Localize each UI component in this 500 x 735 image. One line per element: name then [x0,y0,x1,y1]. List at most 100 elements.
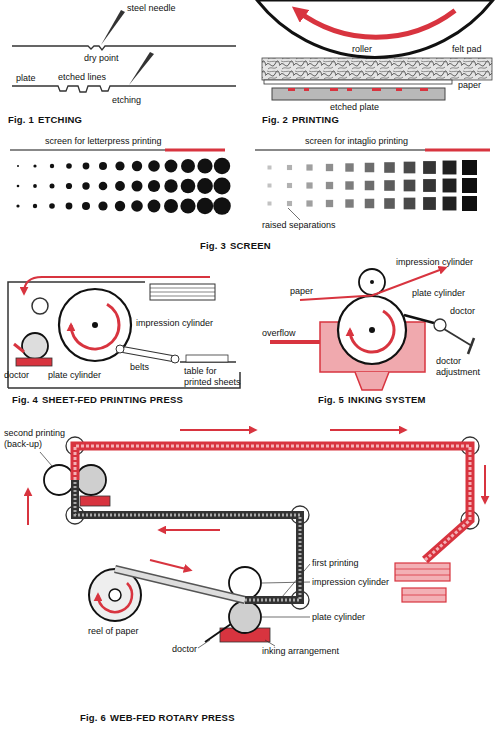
screen-cell [462,160,477,175]
halftone-dot [66,163,72,169]
steel-needle [129,52,154,85]
paper-sheet [264,80,452,84]
overflow-pipe [270,340,320,344]
doctor-blade [205,624,231,642]
halftone-dot [50,164,54,168]
screen-cell [462,196,477,211]
halftone-dot [180,198,195,213]
halftone-dot [83,163,90,170]
screen-cell [443,197,457,211]
rotation-arrow [98,583,132,612]
paper-stack [150,292,215,293]
halftone-dot [148,160,160,172]
halftone-dot [16,204,19,207]
halftone-dot [115,181,125,191]
direction-arrow [160,529,220,531]
part-label: plate [16,73,36,84]
part-label: etched lines [58,72,106,83]
part-label: table for printed sheets [184,366,244,388]
steel-needle [101,10,125,45]
halftone-dot [131,200,143,212]
part-label: etching [112,95,141,106]
halftone-dot [33,164,36,167]
screen-cell [462,178,477,193]
halftone-dot [214,158,230,174]
halftone-dot [213,197,231,215]
part-label: reel of paper [88,626,139,637]
screen-cell [365,199,375,209]
roller [257,0,493,57]
screen-cell [268,184,272,188]
halftone-dot [148,180,160,192]
halftone-dot [82,182,89,189]
printed-web [75,446,470,560]
printed-stack [395,569,450,570]
belt-roller [171,355,179,363]
figure-caption: ETCHING [38,114,82,125]
screen-cell [345,163,353,171]
screen-cell [404,198,416,210]
screen-edge [425,149,490,152]
halftone-dot [164,199,178,213]
figure-caption: SCREEN [230,240,271,251]
doctor-blade [14,344,24,352]
halftone-dot [165,160,178,173]
halftone-dot [115,161,124,170]
printed-stack [402,588,446,602]
screen-cell [345,181,353,189]
figure-caption: Fig. 2 [262,114,288,125]
screen-cell [443,179,457,193]
plate-surface [12,46,236,50]
part-label: steel needle [127,3,176,14]
halftone-dot [132,181,143,192]
figure-caption: SHEET-FED PRINTING PRESS [42,394,183,405]
etched-groove [288,88,295,91]
rotation-arrow [71,304,119,349]
leader-line [265,640,275,646]
belt-roller [116,345,124,353]
screen-cell [384,162,395,173]
halftone-dot [132,161,142,171]
figure-caption: Fig. 4 [12,394,38,405]
ink-funnel [355,372,389,390]
part-label: plate cylinder [412,288,465,299]
part-label: plate cylinder [312,612,365,623]
ink-trough [16,358,52,366]
figure-caption: INKING SYSTEM [348,394,426,405]
etched-groove [420,88,428,91]
etched-groove [347,88,352,91]
halftone-dot [99,162,107,170]
screen-cell [404,180,416,192]
adjusting-screw [444,329,472,346]
halftone-dot [197,158,212,173]
halftone-dot [98,201,107,210]
halftone-dot [181,179,196,194]
felt-pad [262,58,492,80]
leader-line [288,208,300,220]
plate-cylinder [22,333,48,359]
direction-arrow [180,429,255,431]
screen-edge [255,149,490,151]
plate-cylinder [338,296,406,364]
screen-cell [306,182,312,188]
printed-web [75,480,300,600]
figure-caption: WEB-FED ROTARY PRESS [110,712,235,723]
halftone-dot [33,204,37,208]
screen-cell [287,201,292,206]
leader-line [40,452,52,466]
part-label: first printing [312,558,359,569]
intaglio-screen [268,160,478,211]
printed-stack [395,563,450,581]
part-label: belts [130,362,149,373]
plate-cylinder [76,465,106,495]
screen-cell [423,179,436,192]
feed-arrow [24,277,210,293]
axle [369,327,375,333]
screen-cell [306,164,312,170]
part-label: plate cylinder [48,370,101,381]
screen-cell [423,197,436,210]
axle [92,322,98,328]
part-label: raised separations [262,220,336,231]
part-label: roller [352,44,372,55]
part-label: impression cylinder [312,577,389,588]
